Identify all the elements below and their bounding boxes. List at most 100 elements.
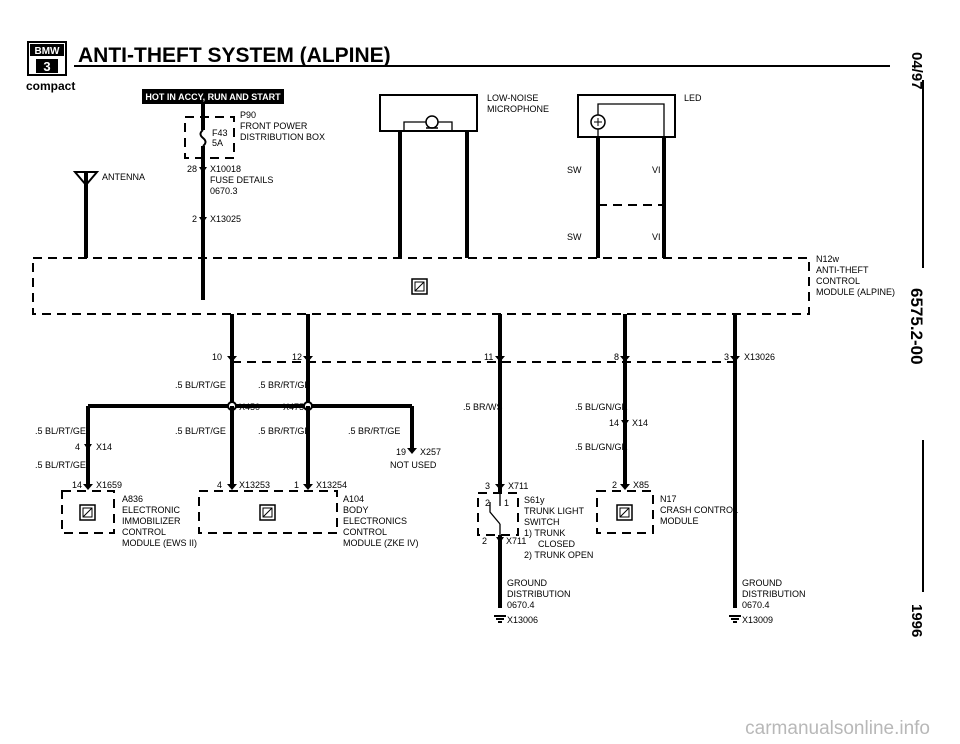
a104-connector-2: X13254 (316, 480, 347, 490)
a104-pin-4: 4 (217, 480, 222, 490)
brand-number: 3 (43, 59, 50, 74)
side-code: 6575.2-00 (907, 288, 926, 365)
x14-right: X14 (632, 418, 648, 428)
ground-right-icon (729, 615, 741, 623)
a836-pin: 14 (72, 480, 82, 490)
a836-label-1: ELECTRONIC (122, 505, 181, 515)
page-title: ANTI-THEFT SYSTEM (ALPINE) (78, 44, 391, 67)
led-sw-bottom: SW (567, 232, 582, 242)
splice-x475: X475 (283, 402, 304, 412)
a104-label-1: BODY (343, 505, 369, 515)
a104-pin-1: 1 (294, 480, 299, 490)
microphone-icon (425, 115, 439, 129)
x14-left: X14 (96, 442, 112, 452)
s61y-label-1: TRUNK LIGHT (524, 506, 585, 516)
wire-label-bl-4: .5 BL/RT/GE (35, 460, 86, 470)
module-n12w-id: N12w (816, 254, 840, 264)
x14-left-pin: 4 (75, 442, 80, 452)
a104-label-3: CONTROL (343, 527, 387, 537)
module-n12w-label-2: CONTROL (816, 276, 860, 286)
s61y-note-1b: CLOSED (538, 539, 576, 549)
wire-label-bl-2: .5 BL/RT/GE (35, 426, 86, 436)
connector-x13025-top-pin: 2 (192, 214, 197, 224)
a104-label-2: ELECTRONICS (343, 516, 407, 526)
fuse-amps: 5A (212, 138, 223, 148)
a104-connector-1: X13253 (239, 480, 270, 490)
pin-10: 10 (212, 352, 222, 362)
led-sw-top: SW (567, 165, 582, 175)
fuse-details-label: FUSE DETAILS (210, 175, 273, 185)
fuse-box-id: P90 (240, 110, 256, 120)
a104-label-4: MODULE (ZKE IV) (343, 538, 419, 548)
n17-pin: 2 (612, 480, 617, 490)
x257-note: NOT USED (390, 460, 437, 470)
x257-pin: 19 (396, 447, 406, 457)
ground-right-label-3: 0670.4 (742, 600, 770, 610)
side-year: 1996 (908, 604, 925, 637)
s61y-label-2: SWITCH (524, 517, 560, 527)
microphone-label-1: LOW-NOISE (487, 93, 538, 103)
pin-12: 12 (292, 352, 302, 362)
wire-label-bl-1: .5 BL/RT/GE (175, 380, 226, 390)
wire-label-br-1: .5 BR/RT/GE (258, 380, 310, 390)
ground-left-icon (494, 615, 506, 623)
ground-left-label-2: DISTRIBUTION (507, 589, 571, 599)
a104-id: A104 (343, 494, 364, 504)
splice-x450: X450 (239, 402, 260, 412)
n17-icon (616, 504, 633, 521)
s61y-connector-top: X711 (508, 481, 528, 491)
a104-icon (259, 504, 276, 521)
fuse-details-ref: 0670.3 (210, 186, 238, 196)
n17-label-2: MODULE (660, 516, 699, 526)
connector-x10018-symbol (199, 167, 207, 173)
brand-top: BMW (35, 46, 61, 57)
module-n12w-label-1: ANTI-THEFT (816, 265, 869, 275)
fuse-box-desc1: FRONT POWER (240, 121, 308, 131)
a836-id: A836 (122, 494, 143, 504)
s61y-pin-3: 3 (485, 481, 490, 491)
led-box (577, 94, 676, 138)
wire-label-bl-3: .5 BL/RT/GE (175, 426, 226, 436)
fuse-box-desc2: DISTRIBUTION BOX (240, 132, 325, 142)
a836-icon (79, 504, 96, 521)
connector-x10018: X10018 (210, 164, 241, 174)
microphone-box (379, 94, 478, 132)
hot-banner-box (142, 89, 284, 104)
wire-label-br-2: .5 BR/RT/GE (258, 426, 310, 436)
n17-id: N17 (660, 494, 677, 504)
wire-label-br-ws: .5 BR/WS (463, 402, 503, 412)
ground-right-connector: X13009 (742, 615, 773, 625)
s61y-contact-1: 1 (504, 498, 509, 508)
a836-label-3: CONTROL (122, 527, 166, 537)
s61y-pin-2: 2 (482, 536, 487, 546)
brand-sub: compact (26, 79, 75, 93)
hot-banner: HOT IN ACCY, RUN AND START (145, 92, 281, 102)
wire-label-bl-gn-1: .5 BL/GN/GE (575, 402, 628, 412)
module-n12w-label-3: MODULE (ALPINE) (816, 287, 895, 297)
a104-outline (198, 490, 338, 534)
a836-label-4: MODULE (EWS II) (122, 538, 197, 548)
connector-x13025-top: X13025 (210, 214, 241, 224)
connector-x13025-top-symbol (199, 217, 207, 223)
ground-left-label-1: GROUND (507, 578, 547, 588)
s61y-note-1: 1) TRUNK (524, 528, 565, 538)
ground-right-label-1: GROUND (742, 578, 782, 588)
n17-label-1: CRASH CONTROL (660, 505, 738, 515)
antenna-symbol (72, 171, 100, 258)
watermark: carmanualsonline.info (745, 718, 930, 739)
n17-outline (596, 490, 654, 534)
wire-label-br-3: .5 BR/RT/GE (348, 426, 400, 436)
led-vi-top: VI (652, 165, 661, 175)
a836-connector: X1659 (96, 480, 122, 490)
s61y-id: S61y (524, 495, 545, 505)
led-vi-bottom: VI (652, 232, 661, 242)
a836-label-2: IMMOBILIZER (122, 516, 181, 526)
module-n12w-outline (32, 257, 810, 315)
led-label: LED (684, 93, 702, 103)
module-n12w-icon (411, 278, 428, 295)
s61y-switch-contact (489, 502, 501, 525)
s61y-connector-bottom: X711 (506, 536, 526, 546)
ground-left-connector: X13006 (507, 615, 538, 625)
n17-connector: X85 (633, 480, 649, 490)
